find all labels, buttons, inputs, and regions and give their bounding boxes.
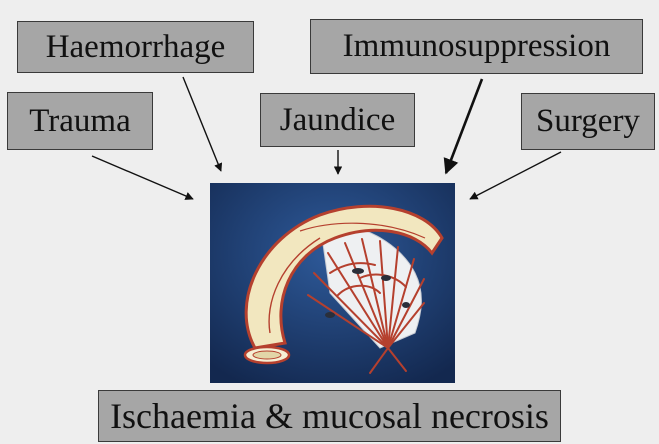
arrow-trauma: [92, 156, 193, 199]
arrow-surgery: [470, 152, 561, 199]
intestinal-loop-icon: [210, 183, 455, 383]
ischaemia-label: Ischaemia & mucosal necrosis: [110, 398, 549, 434]
surgery-label: Surgery: [536, 105, 640, 138]
jaundice-box: Jaundice: [260, 93, 415, 147]
haemorrhage-label: Haemorrhage: [46, 31, 226, 64]
trauma-box: Trauma: [7, 92, 153, 150]
jaundice-label: Jaundice: [280, 104, 395, 137]
trauma-label: Trauma: [29, 105, 130, 138]
arrow-haemorrhage: [183, 77, 221, 171]
intestinal-loop-illustration: [210, 183, 455, 383]
surgery-box: Surgery: [521, 93, 655, 150]
ischaemia-box: Ischaemia & mucosal necrosis: [98, 390, 561, 442]
haemorrhage-box: Haemorrhage: [17, 21, 254, 73]
arrow-immunosuppression: [446, 79, 482, 173]
immunosuppression-box: Immunosuppression: [310, 19, 643, 74]
immunosuppression-label: Immunosuppression: [343, 30, 611, 63]
